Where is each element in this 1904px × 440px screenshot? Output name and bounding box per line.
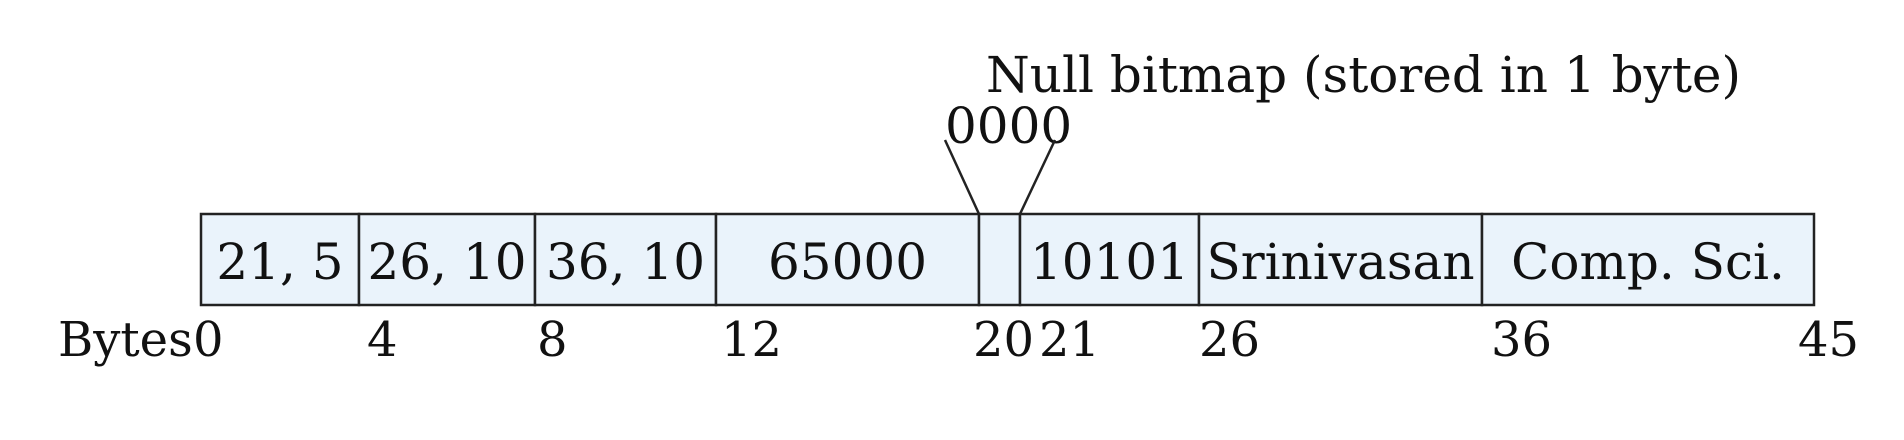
field-label-1: 26, 10 bbox=[367, 233, 526, 291]
offset-label-1: 4 bbox=[367, 312, 398, 368]
offset-label-0: 0 bbox=[193, 312, 224, 368]
bitmap-right-pointer bbox=[1018, 139, 1057, 215]
offset-label-4: 20 bbox=[973, 312, 1034, 368]
offset-label-6: 26 bbox=[1199, 312, 1260, 368]
record-fields: 21, 5 26, 10 36, 10 65000 10101 Srinivasan Com… bbox=[199, 212, 1816, 307]
field-cell-4 bbox=[977, 212, 1022, 307]
offset-label-8: 45 bbox=[1798, 312, 1859, 368]
field-label-2: 36, 10 bbox=[546, 233, 705, 291]
bitmap-left-pointer bbox=[943, 139, 981, 215]
field-cell-2 bbox=[533, 212, 718, 307]
field-label-3: 65000 bbox=[768, 233, 927, 291]
field-label-7: Comp. Sci. bbox=[1511, 233, 1785, 291]
field-cell-1 bbox=[357, 212, 537, 307]
field-cell-7 bbox=[1480, 212, 1816, 307]
offset-label-2: 8 bbox=[537, 312, 568, 368]
null-bitmap-label: Null bitmap (stored in 1 byte) bbox=[986, 46, 1741, 104]
offset-label-7: 36 bbox=[1491, 312, 1552, 368]
field-label-0: 21, 5 bbox=[216, 233, 343, 291]
offset-label-5: 21 bbox=[1039, 312, 1100, 368]
field-cell-0 bbox=[199, 212, 361, 307]
offset-label-3: 12 bbox=[721, 312, 782, 368]
field-label-5: 10101 bbox=[1030, 233, 1189, 291]
field-cell-5 bbox=[1018, 212, 1201, 307]
null-bitmap-annotation: Null bitmap (stored in 1 byte) 0000 bbox=[943, 46, 1741, 215]
axis-prefix-label: Bytes bbox=[58, 312, 193, 368]
null-bitmap-value: 0000 bbox=[945, 97, 1072, 155]
field-label-6: Srinivasan bbox=[1206, 233, 1474, 291]
field-cell-6 bbox=[1197, 212, 1484, 307]
